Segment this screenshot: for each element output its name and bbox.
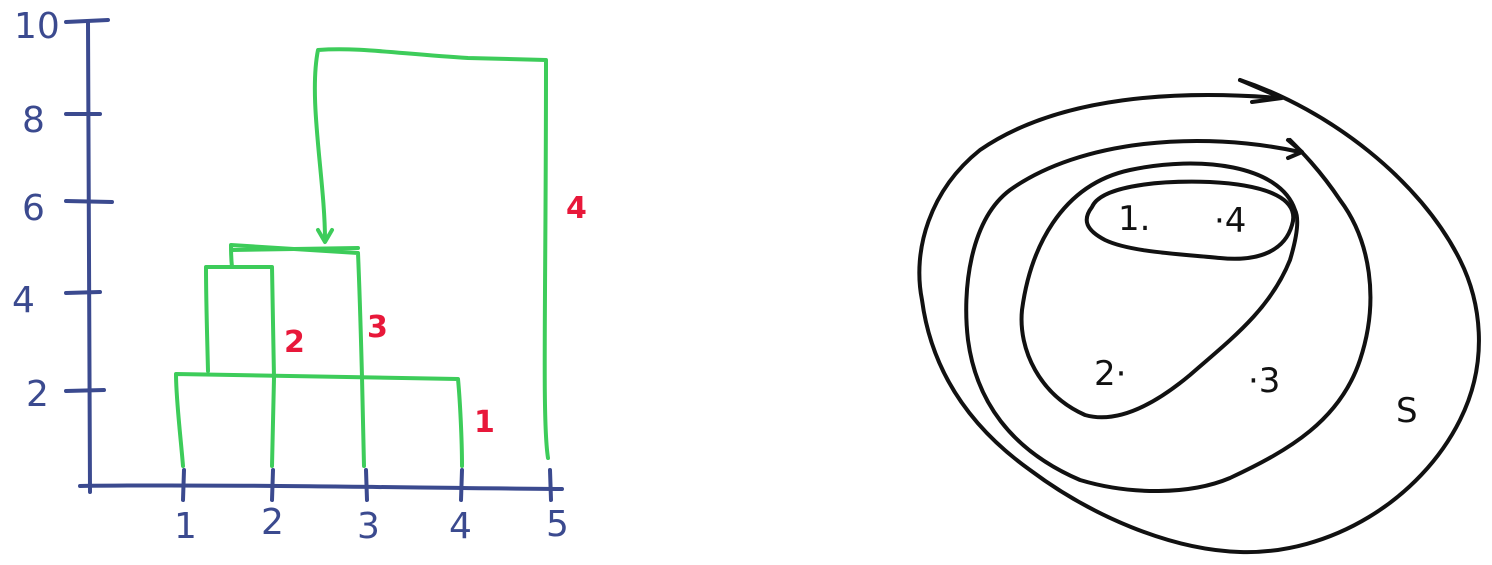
merge-4-arrowhead: [316, 228, 334, 244]
merge-1-1-4: [174, 372, 464, 468]
merge-label-1: 1: [474, 405, 495, 440]
set-label-s: S: [1396, 391, 1418, 431]
merge-label-4: 4: [566, 191, 587, 226]
point-label-4: ·4: [1214, 201, 1246, 241]
middle-set-arrowhead: [1286, 138, 1304, 160]
innermost-set-curve: [1084, 179, 1296, 261]
y-tick-label-8: 8: [22, 100, 45, 141]
y-axis-top-cap: [64, 18, 110, 24]
inner-set-curve: [1019, 161, 1300, 420]
x-tick-1: [181, 468, 186, 502]
y-tick-label-4: 4: [12, 280, 35, 321]
y-tick-label-2: 2: [26, 374, 49, 415]
point-label-2: 2·: [1094, 354, 1126, 394]
outer-set-arrowhead: [1238, 78, 1284, 104]
point-label-3: ·3: [1248, 361, 1280, 401]
x-tick-label-1: 1: [174, 506, 197, 547]
merge-4: [312, 47, 550, 460]
y-tick-2: [64, 388, 106, 393]
merge-3: [229, 243, 364, 379]
x-tick-label-5: 5: [546, 504, 569, 545]
x-tick-5: [548, 468, 553, 502]
x-tick-label-3: 3: [357, 506, 380, 547]
x-tick-label-4: 4: [449, 506, 472, 547]
y-tick-label-6: 6: [22, 188, 45, 229]
merge-3-top-bar: [230, 246, 360, 252]
outer-set-curve: [917, 78, 1481, 555]
y-tick-4: [64, 290, 102, 295]
x-tick-2: [270, 468, 275, 502]
merge-1-inner-lines: [270, 375, 366, 468]
x-axis: [78, 483, 564, 491]
y-axis: [86, 20, 92, 494]
y-tick-label-10: 10: [14, 6, 60, 47]
merge-label-3: 3: [367, 310, 388, 345]
x-tick-label-2: 2: [261, 502, 284, 543]
middle-set-curve: [964, 138, 1373, 493]
merge-2: [204, 265, 276, 380]
y-tick-6: [64, 199, 114, 204]
x-tick-3: [364, 468, 369, 502]
merge-label-2: 2: [284, 325, 305, 360]
point-label-1: 1.: [1118, 199, 1150, 239]
dendrogram: 10 8 6 4 2 1 2 3 4 5 1 2 3 4: [12, 6, 587, 547]
x-tick-4: [459, 468, 464, 502]
nested-sets: 1. ·4 2· ·3 S: [917, 78, 1481, 555]
